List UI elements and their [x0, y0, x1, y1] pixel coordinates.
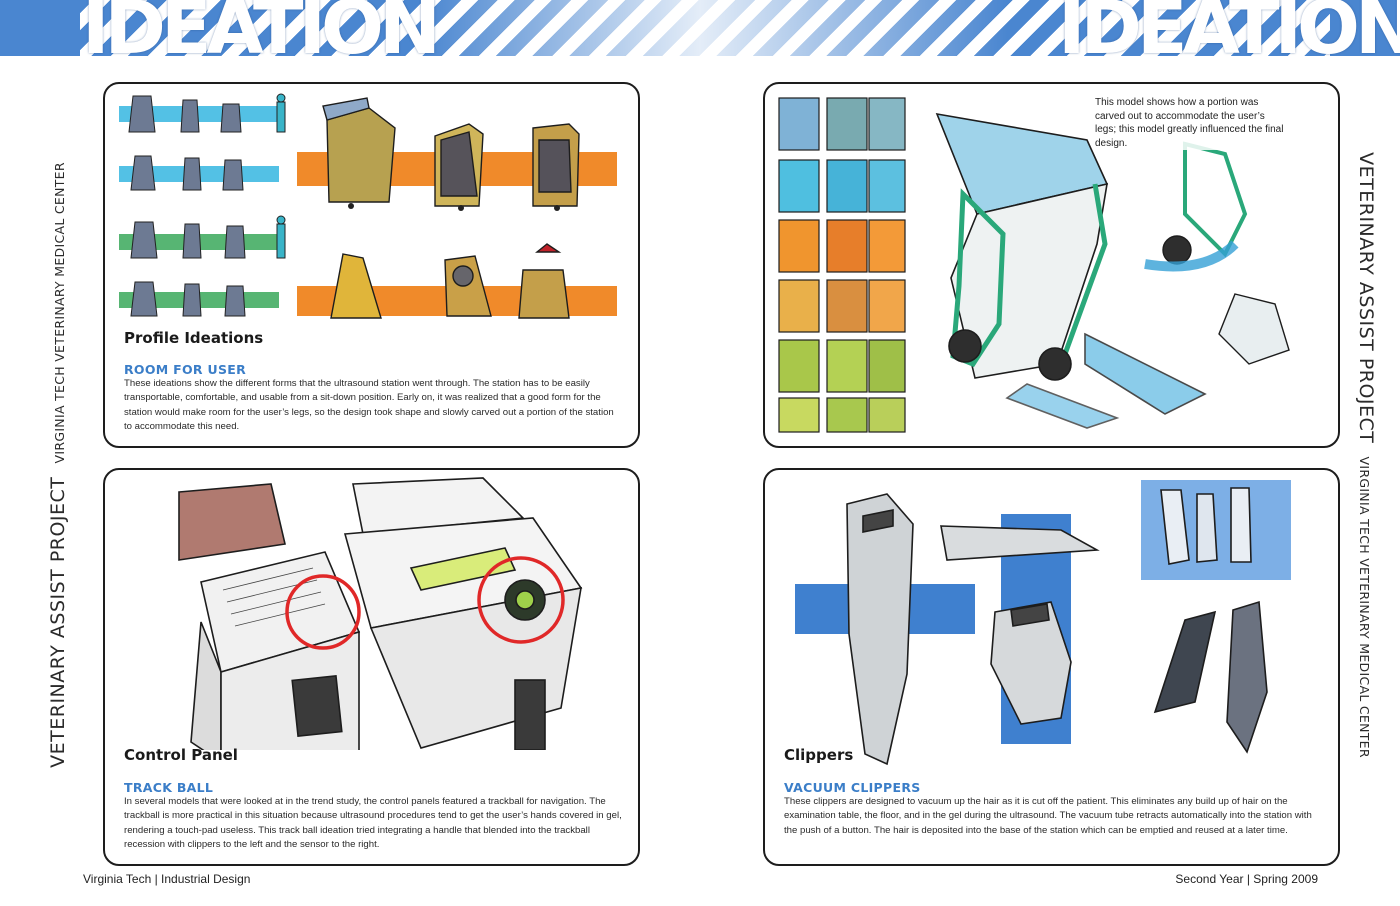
- side-label-right: VETERINARY ASSIST PROJECT VIRGINIA TECH …: [1355, 152, 1377, 758]
- ideation-banner: IDEATION IDEATION: [0, 0, 1400, 56]
- banner-title-right: IDEATION: [1058, 0, 1400, 56]
- main-cart-sketch: [935, 112, 1207, 429]
- control-panel-title: Control Panel: [124, 746, 238, 764]
- left-unit-screen: [178, 483, 286, 561]
- clippers-body: These clippers are designed to vacuum up…: [784, 796, 1312, 836]
- side-label-left: VETERINARY ASSIST PROJECT VIRGINIA TECH …: [47, 162, 69, 768]
- model-sketch-illustration: [778, 97, 1290, 433]
- profile-ideations-panel: Profile Ideations ROOM FOR USER These id…: [103, 82, 640, 448]
- vacuum-clippers-subtitle: VACUUM CLIPPERS: [784, 780, 921, 795]
- control-panel-panel: Control Panel TRACK BALL In several mode…: [103, 468, 640, 866]
- right-trackball-highlight: [477, 556, 565, 644]
- large-clipper-sketch: [846, 493, 914, 766]
- side-left-center: VIRGINIA TECH VETERINARY MEDICAL CENTER: [52, 162, 67, 464]
- clippers-panel: Clippers VACUUM CLIPPERS These clippers …: [763, 468, 1340, 866]
- banner-title-left: IDEATION: [82, 0, 441, 56]
- side-clipper-dark: [1153, 610, 1217, 714]
- right-cart-sketch: [1144, 141, 1290, 365]
- footer-right: Second Year | Spring 2009: [1175, 872, 1318, 886]
- side-right-project: VETERINARY ASSIST PROJECT: [1355, 152, 1377, 444]
- control-panel-body: In several models that were looked at in…: [124, 796, 622, 851]
- profile-ideations-title: Profile Ideations: [124, 329, 264, 347]
- side-clipper-grey: [1226, 600, 1268, 754]
- model-sketch-panel: This model shows how a portion was carve…: [763, 82, 1340, 448]
- clipper-head-sketch: [990, 601, 1072, 725]
- track-ball-subtitle: TRACK BALL: [124, 780, 214, 795]
- banner-stripe-fade: [0, 0, 1400, 56]
- control-panel-sketch: [178, 477, 583, 750]
- model-caption: This model shows how a portion was carve…: [1095, 96, 1285, 150]
- profile-ideations-body: These ideations show the different forms…: [124, 378, 614, 433]
- side-right-center: VIRGINIA TECH VETERINARY MEDICAL CENTER: [1357, 456, 1372, 758]
- left-trackball-highlight: [285, 574, 361, 650]
- profile-ideations-sketch: [119, 93, 617, 319]
- profile-large-sketches: [297, 97, 617, 319]
- stacked-cart-sketches: [778, 97, 906, 433]
- room-for-user-subtitle: ROOM FOR USER: [124, 362, 247, 377]
- clippers-title: Clippers: [784, 746, 854, 764]
- footer-left: Virginia Tech | Industrial Design: [83, 872, 251, 886]
- clippers-sketch: [795, 480, 1291, 766]
- profile-thumbnails: [119, 93, 286, 317]
- right-unit-lid: [352, 477, 525, 535]
- side-left-project: VETERINARY ASSIST PROJECT: [47, 476, 69, 768]
